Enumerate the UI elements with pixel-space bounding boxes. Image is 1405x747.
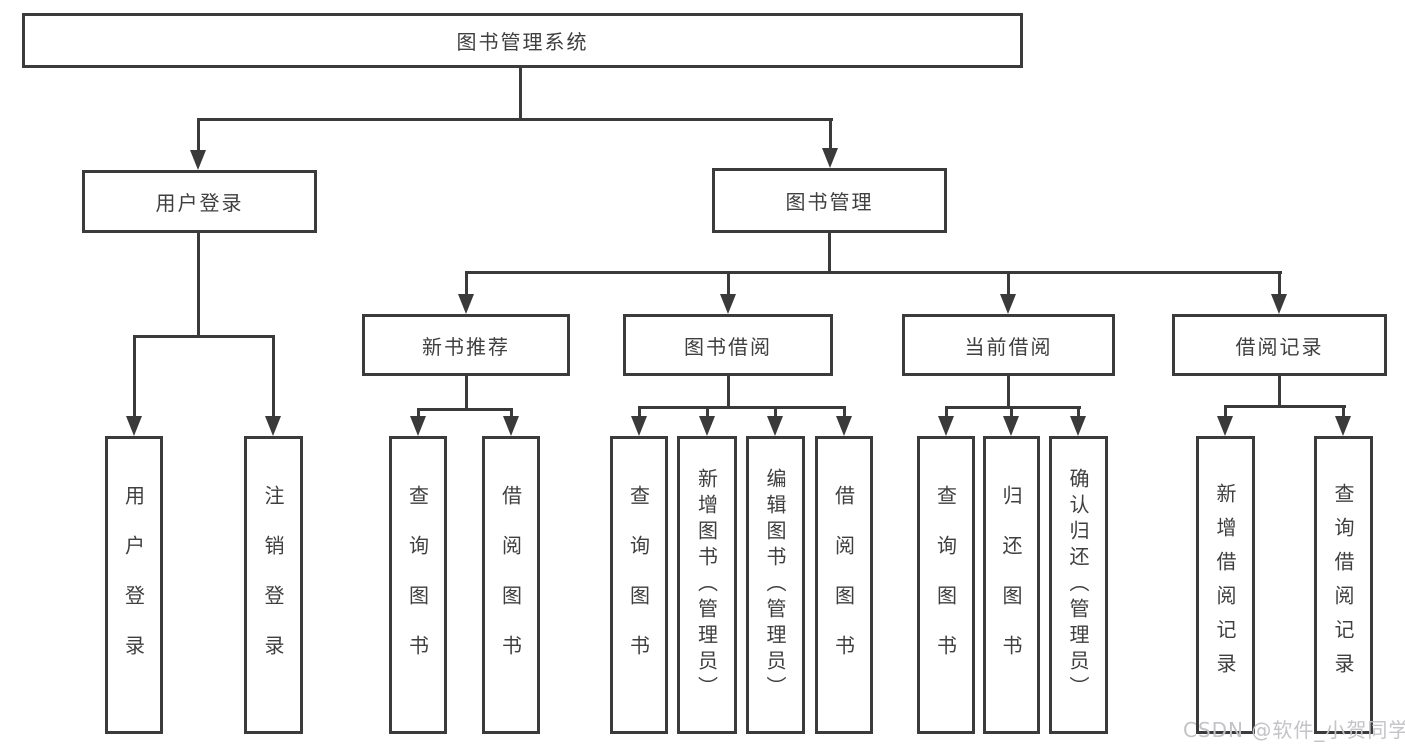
connector [727,376,730,408]
connector [197,118,200,152]
leaf-edit-books-admin: 编辑图书（管理员） [746,436,805,734]
arrowhead-icon [126,416,142,436]
arrowhead-icon [1335,416,1351,436]
connector [465,271,1282,274]
leaf-borrow-books: 借阅图书 [815,436,873,734]
arrowhead-icon [503,416,519,436]
watermark: CSDN @软件_小贺同学 [1183,718,1405,742]
arrowhead-icon [631,416,647,436]
connector [945,406,948,416]
connector [519,68,522,120]
leaf-add-books-admin: 新增图书（管理员） [677,436,737,734]
connector [1007,376,1010,408]
leaf-logout: 注销登录 [244,436,303,734]
arrowhead-icon [1070,416,1086,436]
node-current-borrow: 当前借阅 [902,314,1115,376]
connector [465,271,468,298]
connector [417,408,513,411]
leaf-query-books-recommend: 查询图书 [389,436,447,734]
connector [1342,405,1345,416]
node-user-login: 用户登录 [82,170,317,233]
arrowhead-icon [1003,416,1019,436]
connector [1224,405,1227,416]
arrowhead-icon [699,416,715,436]
arrowhead-icon [720,294,736,314]
connector [1278,376,1281,407]
arrowhead-icon [836,416,852,436]
arrowhead-icon [822,148,838,168]
connector [1224,405,1346,408]
leaf-borrow-books-recommend: 借阅图书 [482,436,540,734]
node-new-book-recommend: 新书推荐 [362,314,570,376]
leaf-confirm-return-admin: 确认归还（管理员） [1049,436,1108,734]
connector [1278,271,1281,298]
connector [727,271,730,298]
arrowhead-icon [190,150,206,170]
connector [1007,271,1010,298]
arrowhead-icon [1217,416,1233,436]
connector [1010,406,1013,416]
connector [133,335,275,338]
connector [638,406,641,416]
connector [465,376,468,410]
node-root: 图书管理系统 [22,13,1023,68]
arrowhead-icon [1271,294,1287,314]
connector [706,406,709,416]
connector [774,406,777,416]
connector [417,408,420,418]
connector [197,118,833,121]
leaf-query-borrow-record: 查询借阅记录 [1314,436,1373,734]
connector [197,233,200,337]
arrowhead-icon [265,416,281,436]
arrowhead-icon [410,416,426,436]
arrowhead-icon [767,416,783,436]
arrowhead-icon [938,416,954,436]
connector [1077,406,1080,416]
node-book-management: 图书管理 [712,168,947,233]
node-borrow-records: 借阅记录 [1172,314,1387,376]
connector [510,408,513,418]
leaf-return-books: 归还图书 [983,436,1040,734]
connector [133,335,136,418]
connector [272,335,275,418]
connector [829,118,832,152]
leaf-query-books-borrow: 查询图书 [610,436,668,734]
leaf-user-login: 用户登录 [105,436,163,734]
leaf-query-books-current: 查询图书 [917,436,975,734]
arrowhead-icon [1000,294,1016,314]
connector [945,406,1081,409]
arrowhead-icon [458,294,474,314]
connector [828,233,831,274]
connector [843,406,846,416]
connector [638,406,846,409]
node-book-borrow: 图书借阅 [623,314,833,376]
leaf-add-borrow-record: 新增借阅记录 [1196,436,1255,734]
